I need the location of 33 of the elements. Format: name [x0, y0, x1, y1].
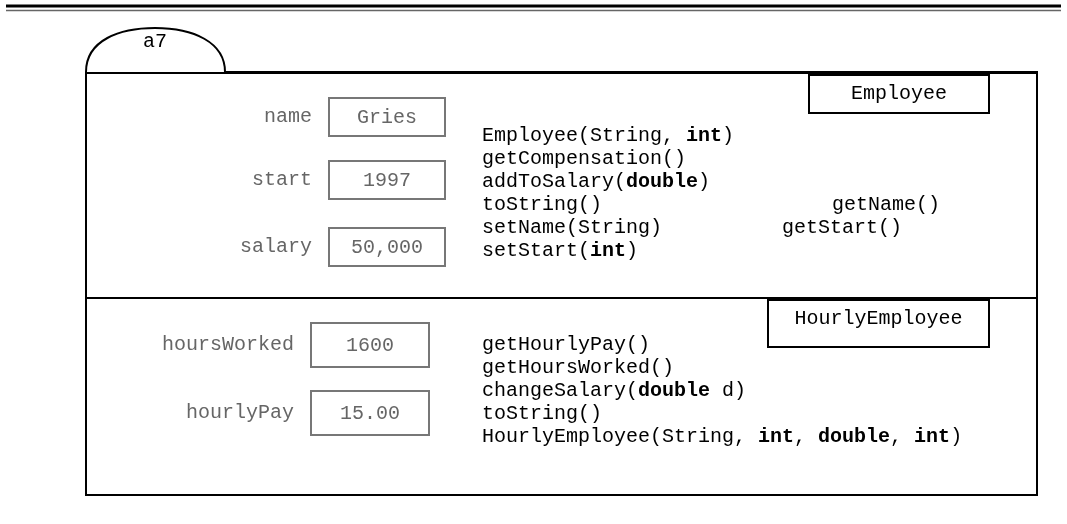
class-name: HourlyEmployee: [794, 307, 963, 330]
method-signature: toString(): [482, 402, 603, 425]
field-name: hourlyPay: [185, 401, 294, 424]
field-value: 50,000: [351, 235, 423, 259]
method-signature: getName(): [832, 193, 941, 216]
field-value: 1997: [363, 168, 411, 192]
field-name: name: [264, 105, 312, 128]
field-value: 1600: [346, 333, 394, 357]
method-signature: getHourlyPay(): [482, 333, 651, 356]
field-value: Gries: [357, 105, 417, 129]
field-name: hoursWorked: [161, 333, 294, 356]
class-name-box: [808, 74, 990, 114]
method-signature: getHoursWorked(): [482, 356, 675, 379]
method-signature: addToSalary(double): [482, 170, 711, 193]
class-name: Employee: [851, 82, 947, 105]
field-name: start: [252, 168, 312, 191]
field-value-box: [310, 390, 430, 436]
field-value-box: [328, 160, 446, 200]
method-signature: toString(): [482, 193, 603, 216]
field-value-box: [328, 97, 446, 137]
method-signature: getStart(): [782, 216, 903, 239]
method-signature: getCompensation(): [482, 147, 687, 170]
object-name: a7: [143, 30, 167, 53]
method-signature: changeSalary(double d): [482, 379, 747, 402]
field-value-box: [328, 227, 446, 267]
method-signature: Employee(String, int): [482, 124, 735, 147]
class-name-box: [767, 299, 990, 348]
method-signature: HourlyEmployee(String, int, double, int): [482, 425, 964, 448]
field-name: salary: [240, 235, 312, 258]
method-signature: setName(String): [482, 216, 663, 239]
field-value-box: [310, 322, 430, 368]
field-value: 15.00: [340, 401, 400, 425]
method-signature: setStart(int): [482, 239, 639, 262]
